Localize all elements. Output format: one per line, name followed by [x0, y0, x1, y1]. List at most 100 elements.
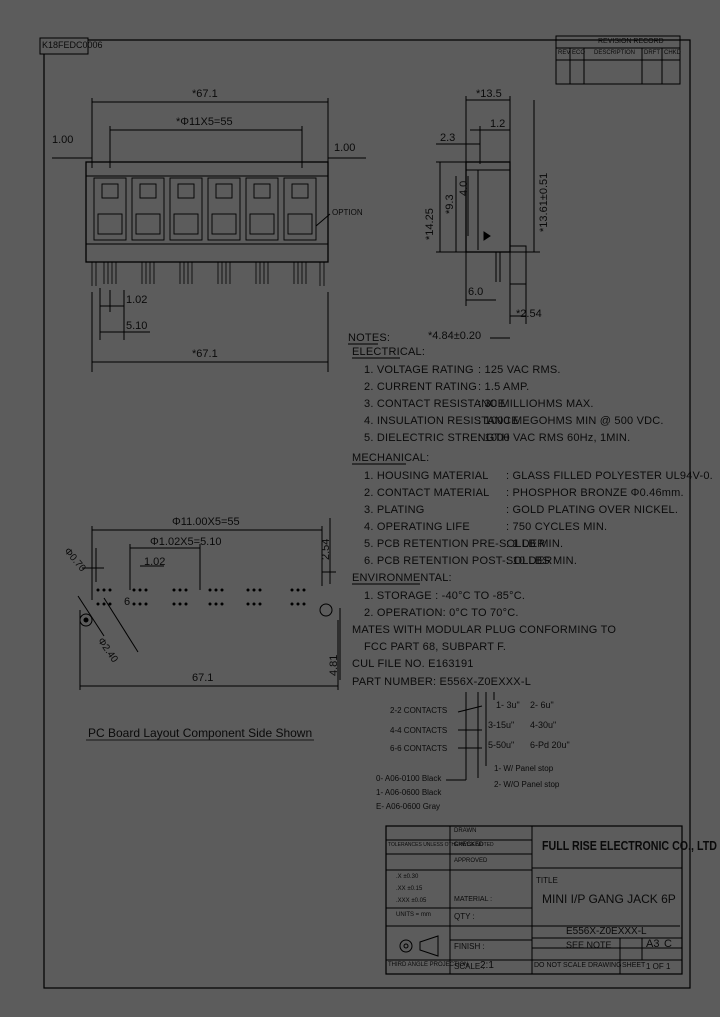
scale-value: 2:1 — [480, 960, 494, 971]
electrical-value: : 125 VAC RMS. — [478, 364, 561, 376]
pcb-dim-254: 2.54 — [320, 538, 332, 560]
drawing-title: MINI I/P GANG JACK 6P — [542, 892, 676, 906]
tolerance-row: .XXX ±0.05 — [396, 898, 427, 904]
front-dim-102: 1.02 — [126, 294, 148, 306]
part-number: PART NUMBER: E556X-Z0EXXX-L — [352, 676, 532, 688]
mechanical-value: : 1 LB MIN. — [506, 538, 564, 550]
mechanical-title: MECHANICAL: — [352, 452, 430, 464]
pcb-dim-102: 1.02 — [144, 556, 166, 568]
electrical-label: 2. CURRENT RATING — [364, 381, 478, 393]
revision-letter: C — [664, 938, 672, 950]
pcb-caption: PC Board Layout Component Side Shown — [88, 726, 313, 740]
panel-option: 1- W/ Panel stop — [494, 764, 554, 773]
pcb-dim-top: Φ11.00X5=55 — [172, 516, 240, 528]
notes-title: NOTES: — [348, 332, 391, 344]
part-number-ref: SEE NOTE — [566, 940, 612, 950]
electrical-title: ELECTRICAL: — [352, 346, 426, 358]
front-pitch-top: *Φ11X5=55 — [176, 116, 233, 128]
side-dim-60: 6.0 — [468, 286, 484, 298]
mechanical-label: 1. HOUSING MATERIAL — [364, 470, 489, 482]
front-right-offset: 1.00 — [334, 142, 356, 154]
electrical-label: 1. VOLTAGE RATING — [364, 364, 474, 376]
sheet-value: 1 OF 1 — [646, 962, 671, 971]
drawing-id: K18FEDC0006 — [42, 40, 103, 50]
do-not-scale-note: DO NOT SCALE DRAWING — [534, 962, 622, 969]
side-dim-484: *4.84±0.20 — [428, 330, 482, 342]
plating-option: 3-15u" — [488, 720, 515, 730]
sheet-size: A3 — [646, 938, 660, 950]
plating-option: 2- 6u" — [530, 700, 554, 710]
contacts-option: 4-4 CONTACTS — [390, 726, 448, 735]
front-overall-width-top: *67.1 — [192, 88, 218, 100]
mechanical-label: 2. CONTACT MATERIAL — [364, 487, 490, 499]
mechanical-value: : PHOSPHOR BRONZE Φ0.46mm. — [506, 487, 684, 499]
front-option-label: OPTION — [332, 208, 363, 217]
side-dim-254: *2.54 — [516, 308, 542, 320]
electrical-label: 5. DIELECTRIC STRENGTH — [364, 432, 510, 444]
title-label: TITLE — [536, 876, 558, 885]
mechanical-value: : GOLD PLATING OVER NICKEL. — [506, 504, 679, 516]
environmental-item: 1. STORAGE : -40°C TO -85°C. — [364, 590, 526, 602]
electrical-value: : 1.5 AMP. — [478, 381, 530, 393]
side-dim-40: 4.0 — [458, 180, 470, 196]
drft-header: DRFT — [644, 50, 660, 56]
tolerances-label: TOLERANCES UNLESS OTHERWISE NOTED — [388, 842, 494, 848]
finish-label: FINISH : — [454, 942, 485, 951]
units-label: UNITS = mm — [396, 912, 431, 918]
front-dim-510: 5.10 — [126, 320, 148, 332]
mechanical-label: 4. OPERATING LIFE — [364, 521, 470, 533]
side-dim-1425: *14.25 — [424, 208, 436, 240]
side-dim-93: *9.3 — [444, 194, 456, 214]
mechanical-value: : GLASS FILLED POLYESTER UL94V-0. — [506, 470, 713, 482]
side-dim-135: *13.5 — [476, 88, 502, 100]
side-dim-23: 2.3 — [440, 132, 456, 144]
mechanical-label: 3. PLATING — [364, 504, 425, 516]
scale-label: SCALE : — [454, 962, 485, 971]
electrical-value: : 1000 VAC RMS 60Hz, 1MIN. — [478, 432, 631, 444]
side-dim-1361: *13.61±0.51 — [538, 172, 550, 232]
cul-note: CUL FILE NO. E163191 — [352, 658, 474, 670]
revision-title: REVISION RECORD — [598, 38, 664, 45]
contacts-option: 6-6 CONTACTS — [390, 744, 448, 753]
projection-label: THIRD ANGLE PROJECTION — [388, 962, 469, 968]
fcc-note: FCC PART 68, SUBPART F. — [364, 641, 507, 653]
drawing-number: E556X-Z0EXXX-L — [566, 926, 647, 937]
eco-header: ECO — [572, 50, 586, 56]
mates-note: MATES WITH MODULAR PLUG CONFORMING TO — [352, 624, 617, 636]
color-option: 1- A06-0600 Black — [376, 788, 442, 797]
plating-option: 4-30u" — [530, 720, 557, 730]
panel-option: 2- W/O Panel stop — [494, 780, 560, 789]
front-left-offset: 1.00 — [52, 134, 74, 146]
mechanical-label: 5. PCB RETENTION PRE-SOLDER — [364, 538, 546, 550]
approved-label: APPROVED — [454, 858, 488, 864]
electrical-label: 3. CONTACT RESISTANCE — [364, 398, 506, 410]
electrical-label: 4. INSULATION RESISTANCE — [364, 415, 519, 427]
side-dim-12: 1.2 — [490, 118, 506, 130]
material-label: MATERIAL : — [454, 896, 493, 903]
drawn-label: DRAWN — [454, 828, 477, 834]
pcb-dim-mid: Φ1.02X5=5.10 — [150, 536, 222, 548]
checked-label: CHECKED — [454, 842, 484, 848]
sheet-label: SHEET — [622, 962, 646, 969]
tolerance-row: .XX ±0.15 — [396, 886, 423, 892]
mechanical-value: : 10 LBS MIN. — [506, 555, 578, 567]
environmental-item: 2. OPERATION: 0°C TO 70°C. — [364, 607, 519, 619]
color-option: 0- A06-0100 Black — [376, 774, 442, 783]
contacts-option: 2-2 CONTACTS — [390, 706, 448, 715]
tolerance-row: .X ±0.30 — [396, 874, 419, 880]
pcb-dim-bottom: 67.1 — [192, 672, 214, 684]
pcb-dim-6: 6 — [124, 596, 131, 608]
mechanical-value: : 750 CYCLES MIN. — [506, 521, 608, 533]
pcb-dim-481: 4.81 — [328, 654, 340, 676]
plating-option: 1- 3u" — [496, 700, 520, 710]
mechanical-label: 6. PCB RETENTION POST-SOLDER — [364, 555, 553, 567]
electrical-value: : 30 MILLIOHMS MAX. — [478, 398, 594, 410]
qty-label: QTY : — [454, 912, 475, 921]
plating-option: 6-Pd 20u" — [530, 740, 570, 750]
environmental-title: ENVIRONMENTAL: — [352, 572, 452, 584]
description-header: DESCRIPTION — [594, 50, 636, 56]
company-name: FULL RISE ELECTRONIC CO., LTD — [542, 838, 717, 853]
electrical-value: : 1000 MEGOHMS MIN @ 500 VDC. — [478, 415, 664, 427]
